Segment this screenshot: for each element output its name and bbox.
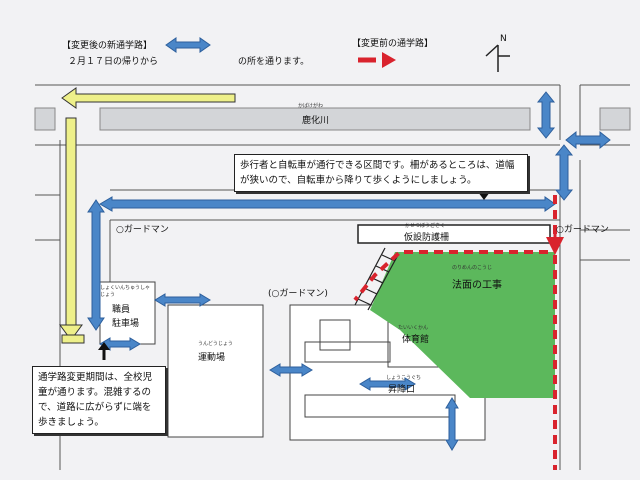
legend-red-arrow [358,52,396,68]
top-note: 歩行者と自転車が通行できる区間です。柵があるところは、道幅 が狭いので、自転車か… [234,154,528,192]
entrance-label: 昇降口 [388,385,416,395]
north-arrow [485,44,510,72]
parking-reading: しょくいんちゅうしゃじょう [100,285,151,298]
gym-label: 体育館 [402,335,430,345]
north-label: N [500,34,507,44]
bottom-note-line-4: 歩きましょう。 [38,417,104,428]
bottom-note-line-3: で、道路に広がらずに端を [38,402,152,413]
top-note-line-1: 歩行者と自転車が通行できる区間です。柵があるところは、道幅 [240,160,515,171]
gym-reading: たいいくかん [398,325,429,331]
river [99,107,531,131]
entrance-reading: しょうこうぐち [386,375,422,381]
ground-area [167,304,264,438]
parking-area [99,281,156,345]
ground-reading: うんどうじょう [198,341,233,347]
bottom-note-line-2: 童が通ります。混雑するの [38,387,152,398]
pointer-top [478,192,490,200]
bottom-note: 通学路変更期間は、全校児 童が通ります。混雑するの で、道路に広がらずに端を 歩… [32,366,166,434]
river-left [34,107,56,131]
road-lines [35,84,630,470]
guard-center: (○ガードマン) [268,289,328,299]
legend-new-route-title: 【変更後の新通学路】 [62,41,153,51]
construction-label: 法面の工事 [452,280,502,291]
top-note-line-2: が狭いので、自転車から降りて歩くようにしましょう。 [240,175,477,186]
legend-new-route-desc: ２月１７日の帰りから [68,57,159,67]
gate-label: 仮設防護柵 [404,233,450,243]
pointer-bottom [98,342,110,350]
legend-old-route-title: 【変更前の通学路】 [352,39,434,49]
yellow-route [59,87,236,344]
ground-label: 運動場 [198,353,226,363]
legend-new-route-suffix: の所を通ります。 [238,57,310,67]
gate-reading: かせつぼうごさく [405,223,446,229]
river-reading: かばけがわ [298,103,324,109]
river-label: 鹿化川 [302,116,330,126]
construction-reading: のりめんのこうじ [452,265,493,271]
guard-right: ○ガードマン [556,225,609,235]
blue-routes [87,37,611,451]
river-right [599,107,631,131]
bottom-note-line-1: 通学路変更期間は、全校児 [38,372,153,383]
parking-label-1: 職員 [112,305,131,315]
parking-label-2: 駐車場 [112,319,140,329]
gate-wall [357,224,551,244]
guard-left: ○ガードマン [116,225,169,235]
construction-area [370,252,555,398]
